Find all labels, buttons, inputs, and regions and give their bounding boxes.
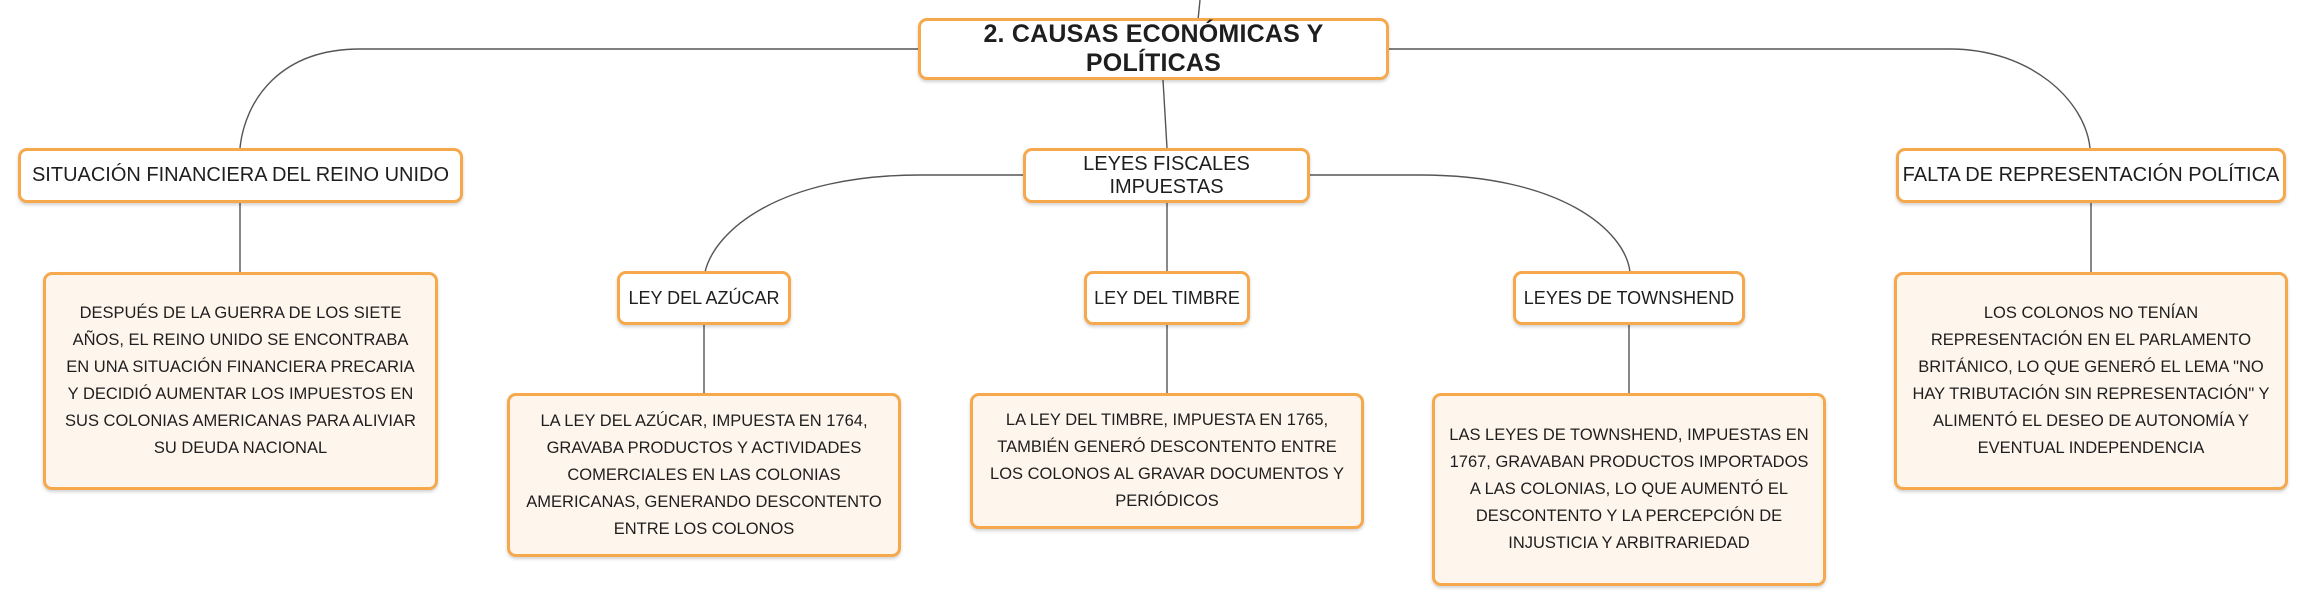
subtopic-azucar[interactable]: LEY DEL AZÚCAR <box>617 271 791 325</box>
subtopic-azucar-label: LEY DEL AZÚCAR <box>628 287 780 308</box>
root-title: 2. CAUSAS ECONÓMICAS Y POLÍTICAS <box>983 20 1324 77</box>
detail-townshend[interactable]: LAS LEYES DE TOWNSHEND, IMPUESTAS EN 176… <box>1432 393 1826 586</box>
connector-root-to-representacion <box>1389 48 2091 149</box>
connector-root-to-financiera <box>239 48 918 149</box>
topic-leyes[interactable]: LEYES FISCALES IMPUESTAS <box>1023 148 1310 203</box>
connector-parent-to-root <box>1197 0 1201 21</box>
detail-representacion-text: LOS COLONOS NO TENÍAN REPRESENTACIÓN EN … <box>1912 304 2270 457</box>
topic-representacion-label: FALTA DE REPRESENTACIÓN POLÍTICA <box>1902 164 2280 186</box>
subtopic-timbre[interactable]: LEY DEL TIMBRE <box>1084 271 1250 325</box>
detail-financiera-text: DESPUÉS DE LA GUERRA DE LOS SIETE AÑOS, … <box>65 304 416 457</box>
topic-financiera-label: SITUACIÓN FINANCIERA DEL REINO UNIDO <box>31 164 450 186</box>
topic-financiera[interactable]: SITUACIÓN FINANCIERA DEL REINO UNIDO <box>18 148 463 203</box>
connector-leyes-to-townshend <box>1310 174 1631 273</box>
subtopic-townshend[interactable]: LEYES DE TOWNSHEND <box>1513 271 1745 325</box>
subtopic-townshend-label: LEYES DE TOWNSHEND <box>1523 287 1735 308</box>
connector-leyes-to-azucar <box>704 174 1023 273</box>
topic-leyes-label: LEYES FISCALES IMPUESTAS <box>1083 152 1250 198</box>
detail-timbre[interactable]: LA LEY DEL TIMBRE, IMPUESTA EN 1765, TAM… <box>970 393 1364 529</box>
detail-timbre-text: LA LEY DEL TIMBRE, IMPUESTA EN 1765, TAM… <box>990 411 1344 510</box>
detail-azucar[interactable]: LA LEY DEL AZÚCAR, IMPUESTA EN 1764, GRA… <box>507 393 901 557</box>
detail-financiera[interactable]: DESPUÉS DE LA GUERRA DE LOS SIETE AÑOS, … <box>43 272 438 490</box>
topic-representacion[interactable]: FALTA DE REPRESENTACIÓN POLÍTICA <box>1896 148 2286 203</box>
connector-root-to-leyes <box>1162 79 1168 149</box>
detail-azucar-text: LA LEY DEL AZÚCAR, IMPUESTA EN 1764, GRA… <box>526 411 882 538</box>
detail-representacion[interactable]: LOS COLONOS NO TENÍAN REPRESENTACIÓN EN … <box>1894 272 2288 490</box>
subtopic-timbre-label: LEY DEL TIMBRE <box>1094 287 1240 308</box>
root-node[interactable]: 2. CAUSAS ECONÓMICAS Y POLÍTICAS <box>918 18 1389 80</box>
detail-townshend-text: LAS LEYES DE TOWNSHEND, IMPUESTAS EN 176… <box>1449 426 1809 552</box>
